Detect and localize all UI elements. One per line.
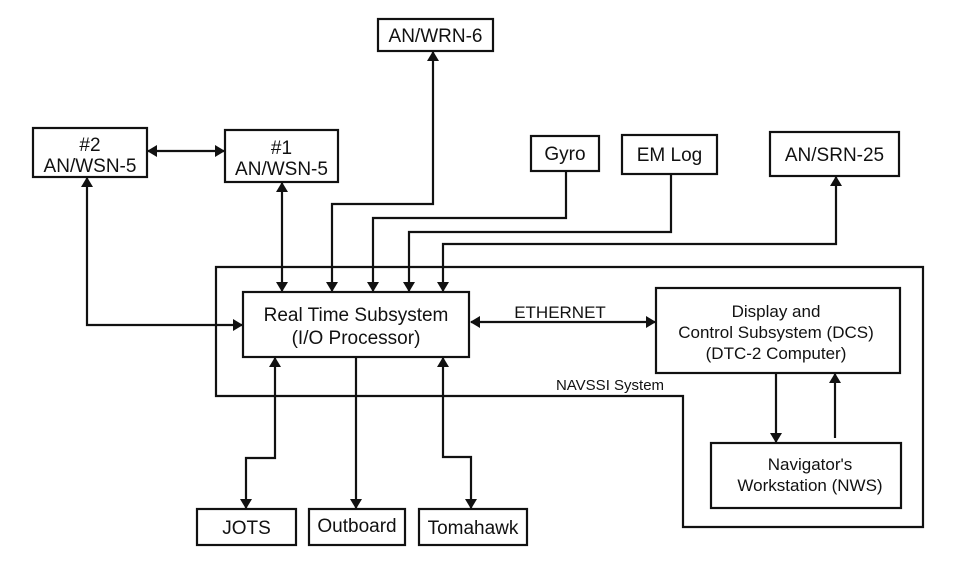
node-label: Outboard [317,516,396,537]
edge-rts-wrn6 [326,51,439,292]
node-tomahawk: Tomahawk [417,507,529,547]
node-an-wsn-5-2: #2 AN/WSN-5 [31,126,149,179]
node-label: AN/WSN-5 [44,156,137,177]
node-label: AN/WSN-5 [235,159,328,180]
node-an-wsn-5-1: #1 AN/WSN-5 [223,128,340,184]
node-real-time-subsystem: Real Time Subsystem (I/O Processor) [241,290,471,359]
node-an-srn-25: AN/SRN-25 [768,130,901,178]
node-label: #1 [271,138,292,159]
navssi-system-label: NAVSSI System [556,377,664,394]
node-em-log: EM Log [620,133,719,176]
node-label: (DTC-2 Computer) [706,344,847,363]
node-label: Tomahawk [428,518,519,539]
node-label: #2 [79,135,100,156]
node-an-wrn-6: AN/WRN-6 [376,17,495,53]
navssi-system-boundary [214,265,925,529]
node-label: Real Time Subsystem [264,305,449,326]
node-label: (I/O Processor) [292,328,421,349]
edge-wsn5-2-rts [81,177,243,331]
node-display-control-subsystem: Display and Control Subsystem (DCS) (DTC… [654,286,902,375]
node-label: AN/SRN-25 [785,145,884,166]
node-label: Navigator's [768,455,853,474]
node-label: Gyro [544,144,585,165]
node-label: AN/WRN-6 [389,26,483,47]
node-label: JOTS [222,518,271,539]
edge-emlog-rts [403,175,673,292]
ethernet-label: ETHERNET [514,303,606,322]
node-label: Control Subsystem (DCS) [678,323,874,342]
edge-srn25-rts [437,176,842,292]
node-navigators-workstation: Navigator's Workstation (NWS) [709,441,903,510]
node-label: Display and [732,302,821,321]
node-label: EM Log [637,145,702,166]
edge-rts-jots [240,357,281,509]
node-jots: JOTS [195,507,298,547]
node-label: Workstation (NWS) [737,476,882,495]
node-gyro: Gyro [529,134,601,173]
edge-rts-tomahawk [437,357,477,509]
node-outboard: Outboard [307,507,407,547]
